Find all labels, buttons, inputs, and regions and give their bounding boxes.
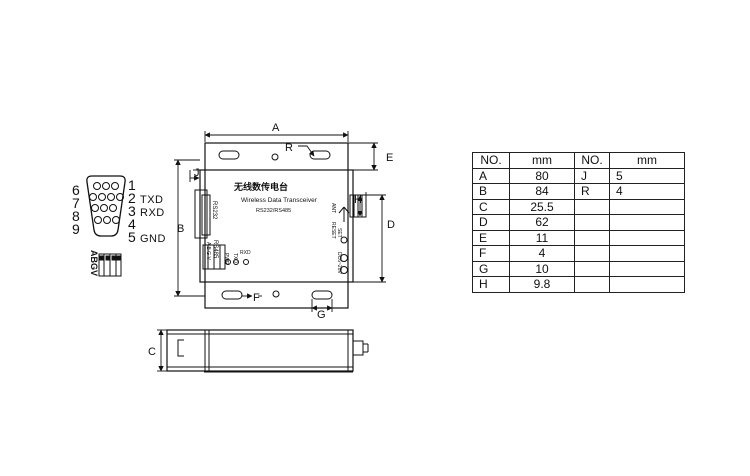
table-cell: G — [472, 260, 510, 277]
table-cell — [609, 260, 685, 277]
db9-pin-5: 5 — [128, 229, 136, 245]
table-cell — [574, 198, 610, 215]
device-subtitle: Wireless Data Transceiver — [241, 197, 318, 204]
device-logo: 无线数传电台 — [233, 181, 288, 192]
table-cell: A — [472, 167, 510, 184]
db9-signal-rxd: RXD — [140, 207, 165, 219]
table-cell — [574, 229, 610, 246]
table-cell — [574, 260, 610, 277]
table-cell: 5 — [609, 167, 685, 184]
table-cell: F — [472, 245, 510, 262]
dimension-lines — [157, 131, 386, 372]
table-cell: E — [472, 229, 510, 246]
table-cell — [609, 245, 685, 262]
db9-pin-holes — [89, 182, 124, 224]
led-pwr-label: PWR — [223, 253, 229, 265]
terminal-pin-labels: A B G V — [205, 242, 211, 260]
dim-label-g: G — [317, 309, 326, 321]
table-cell — [609, 214, 685, 231]
dim-label-h: H — [354, 194, 362, 206]
db9-signal-txd: TXD — [140, 194, 164, 206]
table-cell: 11 — [509, 229, 575, 246]
header-no-1: NO. — [472, 152, 510, 169]
table-cell: B — [472, 183, 510, 200]
table-cell: 80 — [509, 167, 575, 184]
table-cell — [574, 245, 610, 262]
dim-label-b: B — [177, 223, 184, 235]
table-cell: 4 — [509, 245, 575, 262]
table-cell: R — [574, 183, 610, 200]
device-markings: 无线数传电台 Wireless Data Transceiver RS232/R… — [205, 181, 342, 274]
table-cell — [574, 214, 610, 231]
table-cell: 25.5 — [509, 198, 575, 215]
table-cell: 10 — [509, 260, 575, 277]
db9-connector — [86, 175, 126, 237]
db9-pin-4: 4 — [128, 216, 136, 232]
table-cell — [609, 198, 685, 215]
led-txd-label: TXD — [232, 253, 238, 263]
db9-labels: 6 7 8 9 1 2 TXD 3 RXD 4 5 GND ABGV — [72, 177, 166, 276]
power-label: DC6~28V — [336, 252, 342, 274]
table-cell: 62 — [509, 214, 575, 231]
table-cell: D — [472, 214, 510, 231]
table-cell: 9.8 — [509, 276, 575, 293]
table-cell: 4 — [609, 183, 685, 200]
table-cell — [609, 229, 685, 246]
header-mm-1: mm — [509, 152, 575, 169]
port-rs485-label: RS485 — [212, 240, 218, 259]
dim-label-r: R — [285, 142, 293, 154]
dim-label-c: C — [148, 346, 156, 358]
header-mm-2: mm — [609, 152, 685, 169]
dimension-labels: A R E H D B J F G C — [148, 122, 395, 358]
db9-pin-2: 2 — [128, 190, 136, 206]
table-cell — [574, 276, 610, 293]
terminal-block-icon — [98, 253, 122, 277]
led-rxd-label: RXD — [240, 250, 251, 256]
header-no-2: NO. — [574, 152, 610, 169]
reset-label: RESET — [330, 222, 336, 239]
dim-label-a: A — [272, 122, 280, 134]
table-cell: 84 — [509, 183, 575, 200]
db9-pin-6: 6 — [72, 182, 80, 198]
table-cell: C — [472, 198, 510, 215]
db9-signal-gnd: GND — [140, 233, 166, 245]
db9-pin-8: 8 — [72, 208, 80, 224]
table-cell: J — [574, 167, 610, 184]
table-cell: H — [472, 276, 510, 293]
terminal-legend: ABGV — [89, 250, 99, 276]
device-interface: RS232/RS485 — [256, 208, 291, 214]
set-label: SET — [336, 228, 342, 238]
ant-label: ANT — [330, 203, 336, 213]
port-rs232-label: RS232 — [211, 201, 217, 220]
db9-pin-9: 9 — [72, 221, 80, 237]
dim-label-d: D — [387, 219, 395, 231]
db9-pin-3: 3 — [128, 203, 136, 219]
table-cell — [609, 276, 685, 293]
table-header-row: NO. mm NO. mm — [472, 152, 685, 169]
device-side-view — [166, 329, 369, 373]
dim-label-e: E — [386, 152, 393, 164]
db9-pin-7: 7 — [72, 195, 80, 211]
dim-label-j: J — [194, 167, 200, 179]
db9-pin-1: 1 — [128, 177, 136, 193]
device-top-view — [194, 142, 367, 309]
dim-label-f: F — [253, 292, 260, 304]
